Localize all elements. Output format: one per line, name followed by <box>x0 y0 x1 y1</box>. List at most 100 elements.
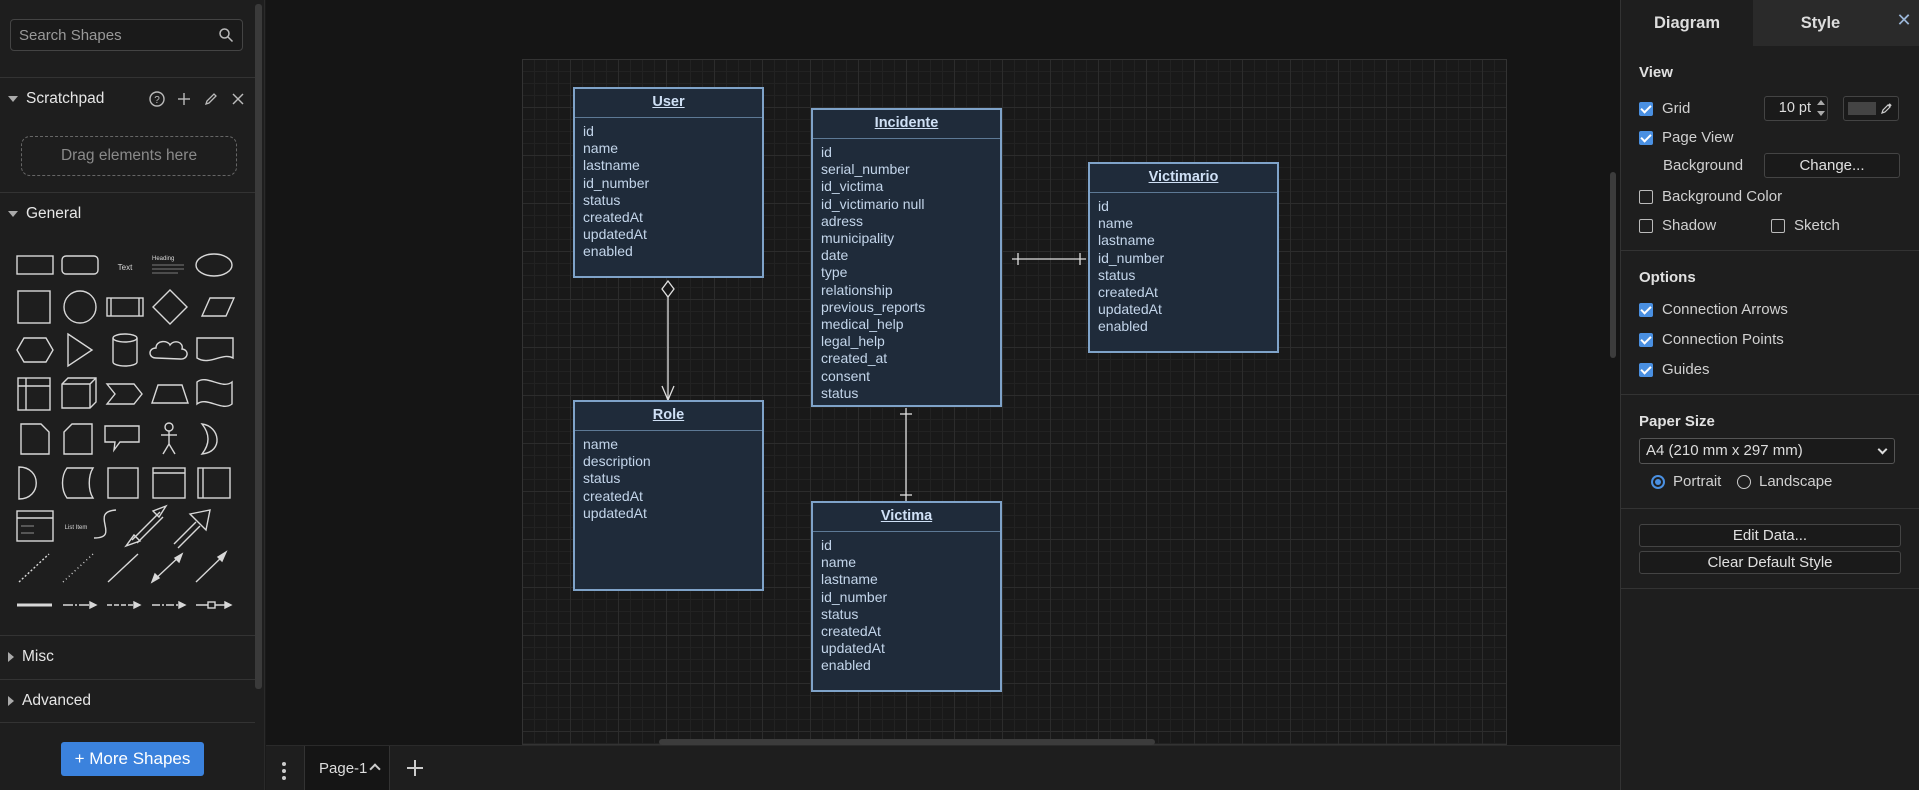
parallelogram-shape[interactable] <box>200 297 236 317</box>
internal-storage-shape[interactable] <box>17 377 51 411</box>
dashed-line-shape[interactable] <box>18 553 50 583</box>
cloud-shape[interactable] <box>149 340 188 360</box>
connector-incidente-victimario[interactable] <box>1012 253 1086 265</box>
cylinder-shape[interactable] <box>112 333 138 367</box>
guides-toggle[interactable]: Guides <box>1639 361 1710 378</box>
clear-default-style-button[interactable]: Clear Default Style <box>1639 551 1901 574</box>
more-shapes-button[interactable]: + More Shapes <box>61 742 204 776</box>
grid-toggle[interactable]: Grid <box>1639 100 1690 117</box>
portrait-option[interactable]: Portrait <box>1651 473 1721 490</box>
line-shape[interactable] <box>107 553 139 583</box>
ellipse-shape[interactable] <box>195 253 233 277</box>
connector-with-box-shape[interactable] <box>196 600 233 610</box>
background-color-checkbox[interactable] <box>1639 189 1653 204</box>
heading-shape[interactable]: Heading <box>152 256 184 274</box>
search-shapes-input[interactable] <box>11 20 211 50</box>
connection-points-checkbox[interactable] <box>1639 332 1653 347</box>
background-change-button[interactable]: Change... <box>1764 153 1900 178</box>
container-shape[interactable] <box>152 467 186 499</box>
grid-size-input[interactable]: 10 pt <box>1764 96 1828 121</box>
or-shape[interactable] <box>200 423 218 455</box>
arrow-shape[interactable] <box>173 509 211 549</box>
entity-incidente[interactable]: Incidente id serial_number id_victima id… <box>811 108 1002 407</box>
connector-mixed-shape[interactable] <box>152 600 187 610</box>
shadow-toggle[interactable]: Shadow <box>1639 217 1716 234</box>
close-panel-icon[interactable]: ✕ <box>1888 0 1919 46</box>
chevron-up-icon[interactable] <box>369 763 381 775</box>
connection-arrows-checkbox[interactable] <box>1639 302 1653 317</box>
connector-dashed-shape[interactable] <box>63 600 98 610</box>
dotted-line-shape[interactable] <box>62 553 94 583</box>
page-view-toggle[interactable]: Page View <box>1639 129 1733 146</box>
guides-checkbox[interactable] <box>1639 362 1653 377</box>
diagram-page[interactable]: User id name lastname id_number status c… <box>522 59 1507 745</box>
and-shape[interactable] <box>18 466 37 500</box>
bidirectional-arrow-shape[interactable] <box>124 504 168 548</box>
tab-style[interactable]: Style <box>1753 0 1888 46</box>
triangle-shape[interactable] <box>67 332 94 368</box>
step-shape[interactable] <box>105 383 143 405</box>
general-header[interactable]: General <box>0 192 255 234</box>
callout-shape[interactable] <box>104 425 140 453</box>
rounded-rectangle-shape[interactable] <box>61 255 99 275</box>
curve-shape[interactable] <box>93 509 117 539</box>
decrement-icon[interactable] <box>1817 111 1825 116</box>
swimlane-shape[interactable] <box>197 467 231 499</box>
landscape-radio[interactable] <box>1737 474 1751 489</box>
close-icon[interactable] <box>229 90 247 108</box>
edit-data-button[interactable]: Edit Data... <box>1639 524 1901 547</box>
sketch-checkbox[interactable] <box>1771 218 1785 233</box>
text-shape[interactable]: Text <box>118 263 133 272</box>
tape-shape[interactable] <box>196 379 233 407</box>
connector-label-shape[interactable] <box>107 600 142 610</box>
background-color-toggle[interactable]: Background Color <box>1639 188 1782 205</box>
circle-shape[interactable] <box>63 290 97 324</box>
square-shape-2[interactable] <box>107 467 139 499</box>
trapezoid-shape[interactable] <box>151 384 189 404</box>
bidirectional-connector-shape[interactable] <box>150 552 184 584</box>
page-menu-icon[interactable] <box>282 762 286 783</box>
entity-role[interactable]: Role name description status createdAt u… <box>573 400 764 591</box>
connection-points-toggle[interactable]: Connection Points <box>1639 331 1784 348</box>
cube-shape[interactable] <box>61 377 97 409</box>
edit-pencil-icon[interactable] <box>202 90 220 108</box>
search-icon[interactable] <box>218 27 234 43</box>
process-shape[interactable] <box>106 297 144 317</box>
hexagon-shape[interactable] <box>16 337 54 363</box>
actor-shape[interactable] <box>161 422 177 455</box>
square-shape[interactable] <box>17 290 51 324</box>
data-storage-shape[interactable] <box>61 467 95 499</box>
portrait-radio[interactable] <box>1651 474 1665 489</box>
grid-color-button[interactable] <box>1843 96 1899 121</box>
connection-arrows-toggle[interactable]: Connection Arrows <box>1639 301 1788 318</box>
directional-connector-shape[interactable] <box>195 550 228 583</box>
search-shapes-box[interactable] <box>10 19 243 51</box>
horizontal-scrollbar[interactable] <box>659 739 1155 745</box>
advanced-header[interactable]: Advanced <box>0 679 255 721</box>
entity-user[interactable]: User id name lastname id_number status c… <box>573 87 764 278</box>
tab-diagram[interactable]: Diagram <box>1621 0 1753 46</box>
page-view-checkbox[interactable] <box>1639 130 1653 145</box>
grid-checkbox[interactable] <box>1639 101 1653 116</box>
diagram-canvas[interactable]: User id name lastname id_number status c… <box>266 0 1620 745</box>
vertical-scrollbar[interactable] <box>1610 172 1616 358</box>
shadow-checkbox[interactable] <box>1639 218 1653 233</box>
document-shape[interactable] <box>196 337 234 362</box>
entity-victima[interactable]: Victima id name lastname id_number statu… <box>811 501 1002 692</box>
diamond-shape[interactable] <box>152 289 188 325</box>
sidebar-scrollbar[interactable] <box>255 4 262 689</box>
increment-icon[interactable] <box>1817 100 1825 105</box>
scratchpad-header[interactable]: Scratchpad ? <box>0 77 255 119</box>
entity-victimario[interactable]: Victimario id name lastname id_number st… <box>1088 162 1279 353</box>
add-page-icon[interactable] <box>403 756 427 780</box>
card-shape[interactable] <box>63 423 93 455</box>
list-shape[interactable] <box>16 510 54 542</box>
scratchpad-drop-zone[interactable]: Drag elements here <box>21 136 237 176</box>
connector-incidente-victima[interactable] <box>900 408 912 501</box>
misc-header[interactable]: Misc <box>0 635 255 677</box>
help-icon[interactable]: ? <box>148 90 166 108</box>
sketch-toggle[interactable]: Sketch <box>1771 217 1840 234</box>
connector-user-role[interactable] <box>661 279 675 402</box>
landscape-option[interactable]: Landscape <box>1737 473 1832 490</box>
add-icon[interactable] <box>175 90 193 108</box>
